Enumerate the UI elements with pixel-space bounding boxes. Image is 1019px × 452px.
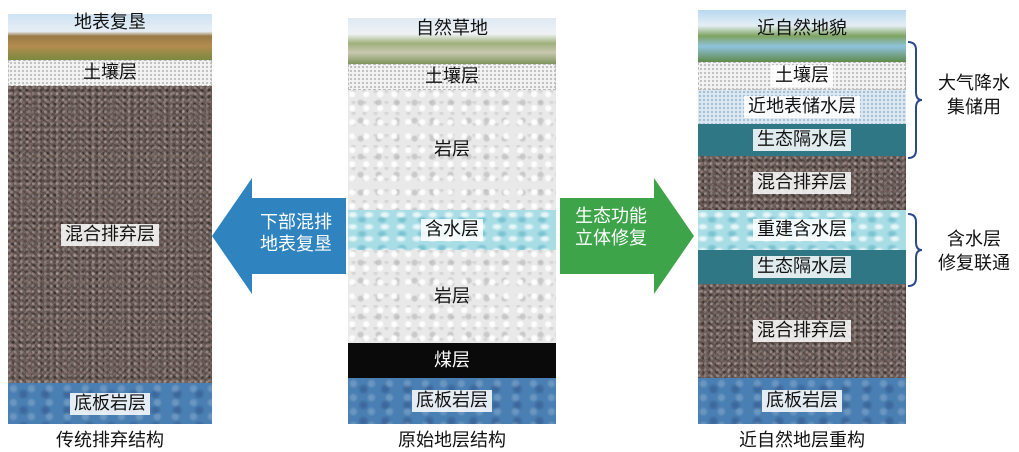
upper-brace-label: 大气降水 集储用 (930, 72, 1018, 120)
surface-reclamation-label: 地表复垦 (74, 12, 146, 33)
mixed-dump-label: 混合排弃层 (61, 223, 159, 246)
reconstructed-caption: 近自然地层重构 (739, 430, 865, 451)
near-surface-storage-layer: 近地表储水层 (698, 90, 906, 124)
floor-rock-layer: 底板岩层 (8, 383, 212, 424)
floor-rock-label: 底板岩层 (70, 392, 150, 415)
mixed-upper-label: 混合排弃层 (753, 172, 851, 194)
soil-layer: 土壤层 (698, 62, 906, 90)
floor-rock-label: 底板岩层 (762, 390, 842, 412)
coal-label: 煤层 (434, 349, 470, 371)
rock-layer-upper: 岩层 (348, 90, 556, 210)
soil-layer: 土壤层 (8, 60, 212, 86)
surface-reclamation-layer: 地表复垦 (8, 12, 212, 60)
rock-upper-label: 岩层 (434, 139, 470, 160)
rock-lower-label: 岩层 (434, 285, 470, 307)
floor-rock-layer: 底板岩层 (348, 378, 556, 424)
left-arrow-shape (212, 178, 346, 294)
reconstructed-column: 近自然地貌 土壤层 近地表储水层 生态隔水层 混合排弃层 重建含水层 生态隔水层… (698, 10, 906, 424)
aquifer-layer: 含水层 (348, 210, 556, 250)
right-arrow-shape (560, 178, 694, 294)
lower-brace-line2: 修复联通 (938, 253, 1010, 274)
ecological-barrier-layer-upper: 生态隔水层 (698, 124, 906, 156)
mixed-dump-layer: 混合排弃层 (8, 86, 212, 383)
aquifer-label: 含水层 (421, 219, 483, 241)
left-arrow-icon (212, 178, 346, 294)
near-natural-landform-layer: 近自然地貌 (698, 10, 906, 62)
floor-rock-layer: 底板岩层 (698, 378, 906, 424)
barrier-lower-label: 生态隔水层 (753, 256, 851, 278)
left-arrow-line2: 地表复垦 (260, 234, 332, 255)
storage-label: 近地表储水层 (744, 96, 860, 118)
grassland-label: 自然草地 (416, 18, 488, 39)
floor-rock-label: 底板岩层 (412, 390, 492, 412)
lower-brace-label: 含水层 修复联通 (930, 228, 1018, 276)
traditional-column: 地表复垦 土壤层 混合排弃层 底板岩层 (8, 12, 212, 424)
grassland-layer: 自然草地 (348, 18, 556, 64)
lower-brace-path (907, 213, 923, 287)
traditional-caption: 传统排弃结构 (56, 430, 164, 451)
right-arrow-icon (560, 178, 694, 294)
right-arrow-text: 生态功能 立体修复 (566, 206, 656, 250)
landform-label: 近自然地貌 (757, 18, 847, 39)
soil-label: 土壤层 (425, 66, 479, 87)
right-arrow-line2: 立体修复 (575, 228, 647, 249)
upper-brace-line1: 大气降水 (938, 73, 1010, 94)
upper-brace-icon (907, 41, 923, 159)
rebuilt-aquifer-layer: 重建含水层 (698, 210, 906, 250)
barrier-upper-label: 生态隔水层 (753, 129, 851, 151)
original-caption: 原始地层结构 (398, 430, 506, 451)
left-arrow-text: 下部混排 地表复垦 (250, 212, 342, 256)
rock-layer-lower: 岩层 (348, 250, 556, 343)
mixed-lower-label: 混合排弃层 (753, 320, 851, 342)
soil-layer: 土壤层 (348, 64, 556, 90)
soil-label: 土壤层 (83, 62, 137, 83)
coal-layer: 煤层 (348, 343, 556, 378)
lower-brace-icon (907, 213, 923, 287)
rebuilt-aquifer-label: 重建含水层 (753, 219, 851, 241)
right-arrow-line1: 生态功能 (575, 206, 647, 227)
original-column: 自然草地 土壤层 岩层 含水层 岩层 煤层 底板岩层 (348, 18, 556, 424)
lower-brace-line1: 含水层 (947, 229, 1001, 250)
ecological-barrier-layer-lower: 生态隔水层 (698, 250, 906, 284)
mixed-dump-layer-lower: 混合排弃层 (698, 284, 906, 378)
soil-label: 土壤层 (771, 65, 833, 87)
upper-brace-line2: 集储用 (947, 97, 1001, 118)
mixed-dump-layer-upper: 混合排弃层 (698, 156, 906, 210)
upper-brace-path (907, 41, 923, 159)
left-arrow-line1: 下部混排 (260, 212, 332, 233)
